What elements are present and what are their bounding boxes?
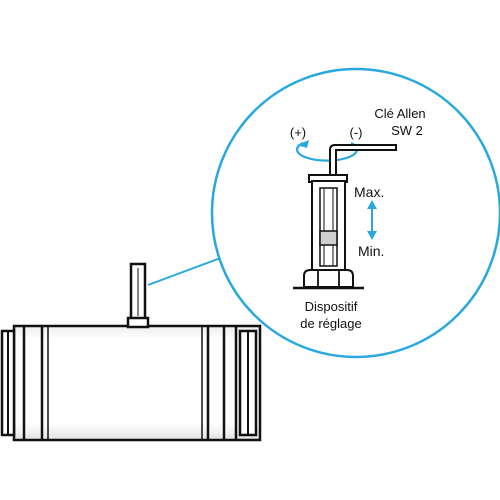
allen-key-label-line2: SW 2 [391,123,423,138]
adjustment-stem [126,262,150,329]
device-label-line2: de réglage [300,316,361,331]
allen-key-icon [329,144,397,177]
min-label: Min. [358,243,384,259]
plus-direction-label: (+) [290,125,306,140]
callout-magnifier-circle [210,67,500,359]
device-label-line1: Dispositif [305,299,358,314]
slider-block [319,230,338,246]
adjustment-device-zoomed [293,174,364,290]
max-label: Max. [354,184,384,200]
allen-key-label-line1: Clé Allen [374,106,425,121]
minus-direction-label: (-) [350,125,363,140]
max-min-arrow-icon [367,200,377,240]
duct-body [0,324,262,442]
